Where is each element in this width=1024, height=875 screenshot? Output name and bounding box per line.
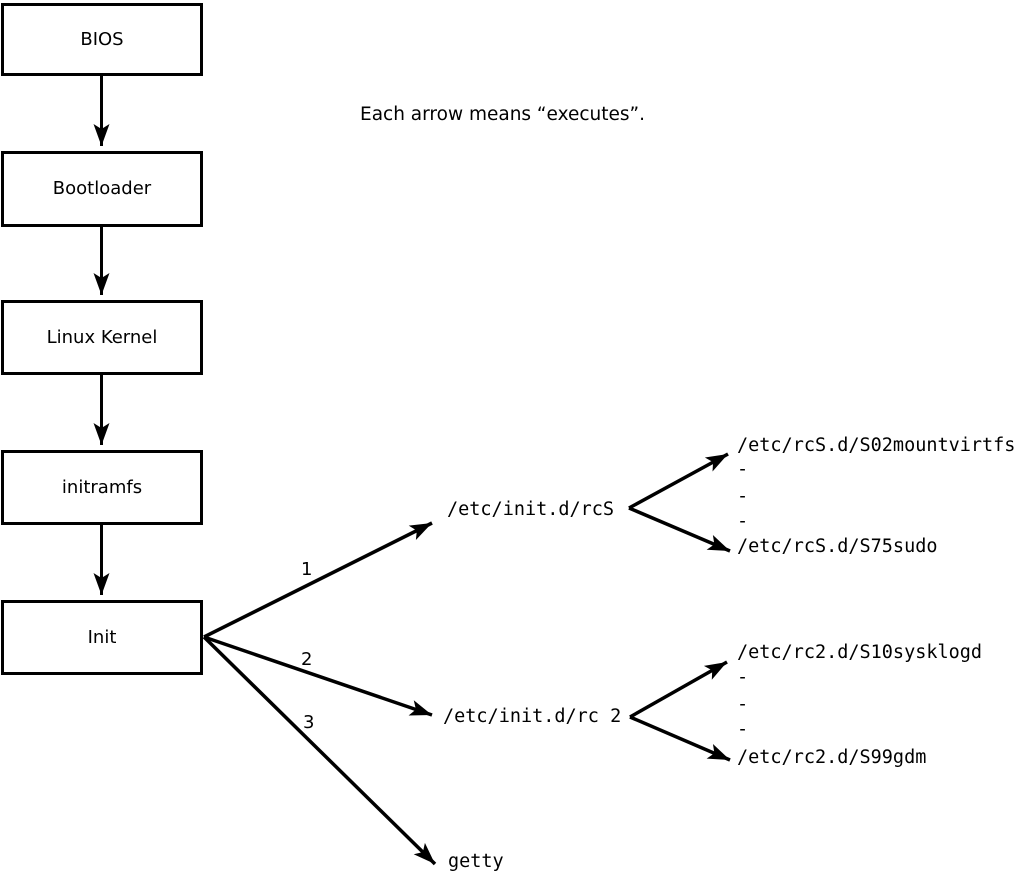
arrow-init-to-rc2	[203, 635, 433, 717]
branch-number-2: 2	[301, 649, 313, 670]
label-rc2-ellipsis-dash-1: -	[737, 667, 749, 688]
label-rc2-ellipsis-dash-2: -	[737, 694, 749, 715]
node-bios: BIOS	[1, 3, 203, 76]
node-bios-label: BIOS	[80, 28, 124, 50]
label-etc-rcS-d-S02mountvirtfs: /etc/rcS.d/S02mountvirtfs	[737, 435, 1016, 456]
node-init: Init	[1, 600, 203, 675]
node-linux-kernel: Linux Kernel	[1, 300, 203, 375]
arrow-rc2-to-S99gdm	[629, 715, 731, 762]
label-etc-init-d-rcS: /etc/init.d/rcS	[447, 499, 615, 520]
branch-number-1: 1	[301, 559, 313, 580]
node-init-label: Init	[87, 626, 117, 648]
arrow-init-to-getty	[202, 635, 437, 866]
label-getty: getty	[448, 851, 504, 872]
node-bootloader: Bootloader	[1, 151, 203, 227]
node-bootloader-label: Bootloader	[52, 178, 152, 199]
branch-number-3: 3	[303, 712, 315, 733]
label-etc-init-d-rc-2: /etc/init.d/rc 2	[443, 706, 622, 727]
node-initramfs-label: initramfs	[61, 476, 143, 498]
label-etc-rc2-d-S10sysklogd: /etc/rc2.d/S10sysklogd	[737, 642, 983, 663]
arrow-rcS-to-S02mountvirtfs	[628, 452, 729, 510]
label-rcS-ellipsis-dash-3: -	[737, 511, 749, 532]
label-etc-rcS-d-S75sudo: /etc/rcS.d/S75sudo	[737, 536, 938, 557]
arrow-init-to-rcS	[203, 521, 433, 639]
arrow-rc2-to-S10sysklogd	[629, 660, 728, 719]
node-linux-kernel-label: Linux Kernel	[46, 326, 158, 348]
label-etc-rc2-d-S99gdm: /etc/rc2.d/S99gdm	[737, 747, 927, 768]
arrow-rcS-to-S75sudo	[628, 506, 731, 553]
label-rcS-ellipsis-dash-2: -	[737, 486, 749, 507]
caption: Each arrow means “executes”.	[360, 104, 645, 125]
node-initramfs: initramfs	[1, 450, 203, 525]
label-rc2-ellipsis-dash-3: -	[737, 719, 749, 740]
label-rcS-ellipsis-dash-1: -	[737, 459, 749, 480]
